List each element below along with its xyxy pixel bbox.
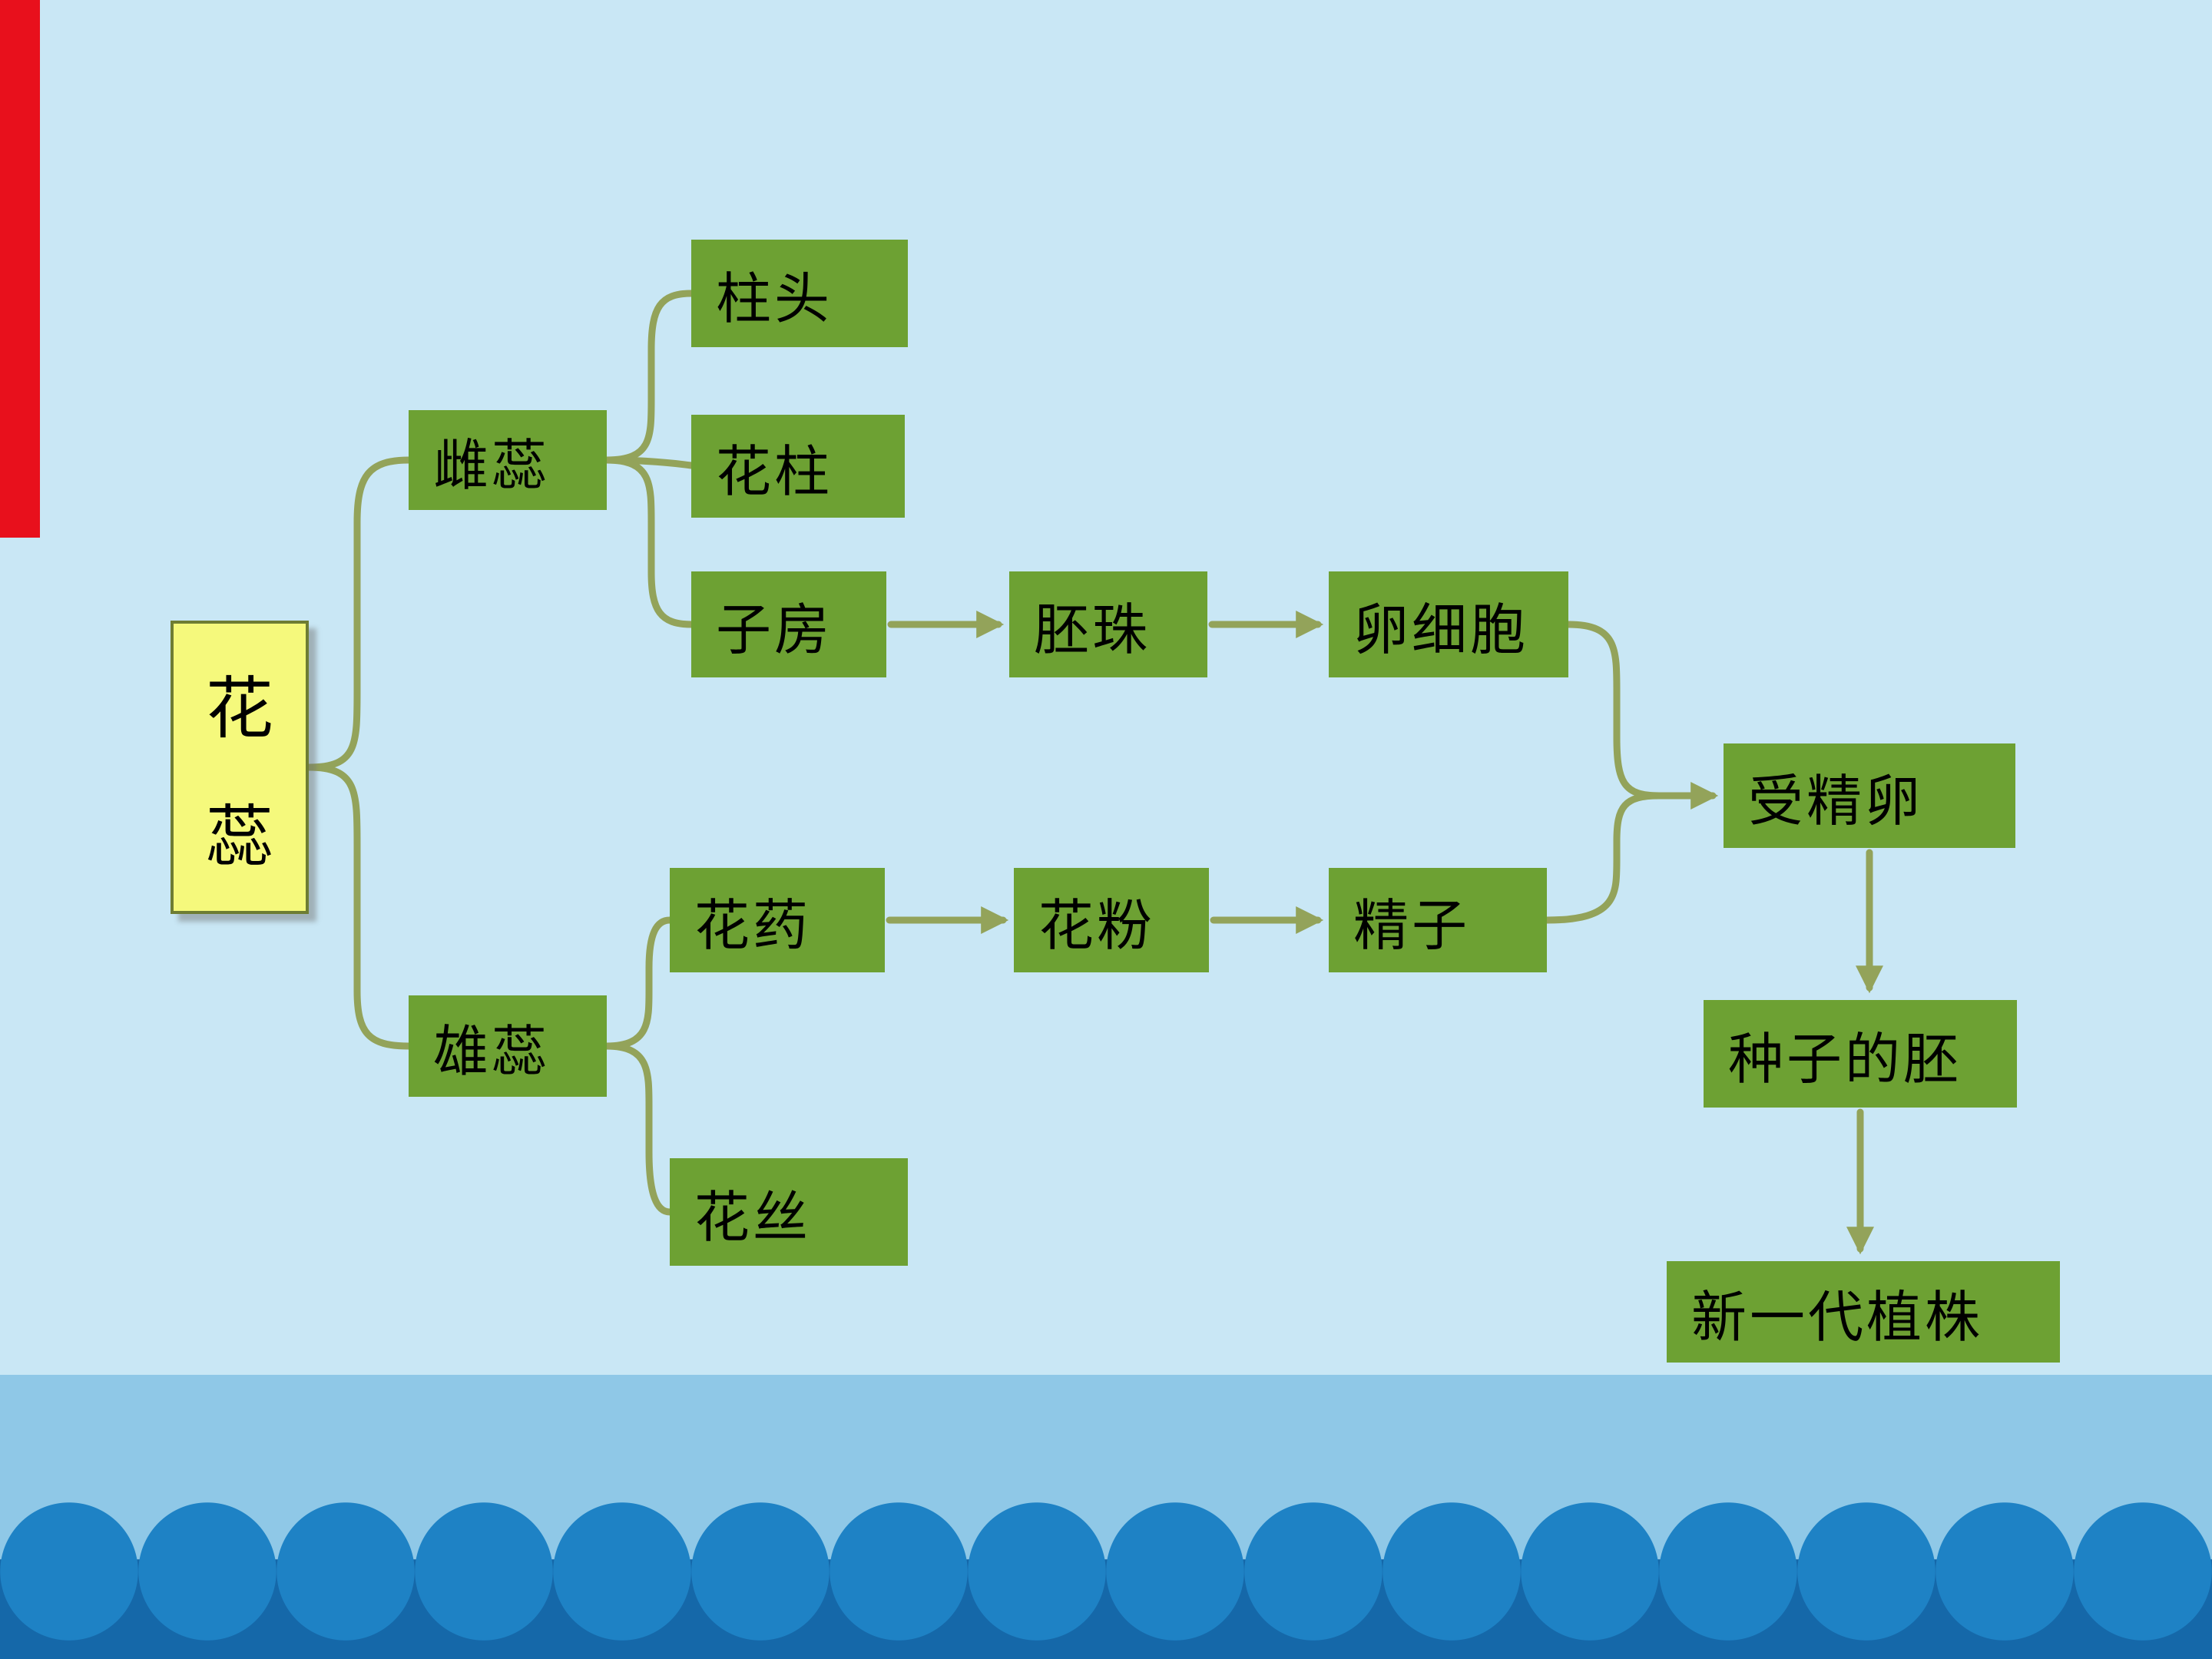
node-style: 花柱	[691, 415, 905, 518]
brace-stamen-to-anther	[603, 916, 674, 1050]
brace-root-to-stamen	[305, 763, 412, 1050]
node-pollen: 花粉	[1014, 868, 1209, 972]
node-filament: 花丝	[670, 1158, 908, 1266]
brace-eggcell-to-join	[1565, 621, 1663, 800]
brace-sperm-to-join	[1543, 792, 1663, 924]
brace-pistil-to-stigma	[603, 290, 695, 464]
node-pistil: 雌蕊	[409, 410, 607, 510]
brace-stamen-to-filament	[603, 1042, 674, 1216]
node-new-plant: 新一代植株	[1667, 1261, 2060, 1363]
root-label-line2: 蕊	[205, 799, 273, 875]
brace-pistil-to-ovary	[603, 456, 695, 628]
red-accent-bar	[0, 0, 40, 538]
node-ovary: 子房	[691, 571, 886, 677]
node-seed-embryo: 种子的胚	[1704, 1000, 2017, 1108]
root-node-flower-pistil-stamen: 花 蕊	[171, 621, 309, 914]
node-stigma: 柱头	[691, 240, 908, 347]
node-ovule: 胚珠	[1009, 571, 1207, 677]
root-label-line1: 花	[205, 671, 273, 747]
node-egg-cell: 卵细胞	[1329, 571, 1568, 677]
node-sperm: 精子	[1329, 868, 1547, 972]
wave-decoration	[0, 1375, 2212, 1659]
brace-root-to-pistil	[305, 456, 412, 771]
node-zygote: 受精卵	[1724, 743, 2015, 848]
node-anther: 花药	[670, 868, 885, 972]
node-stamen: 雄蕊	[409, 995, 607, 1097]
